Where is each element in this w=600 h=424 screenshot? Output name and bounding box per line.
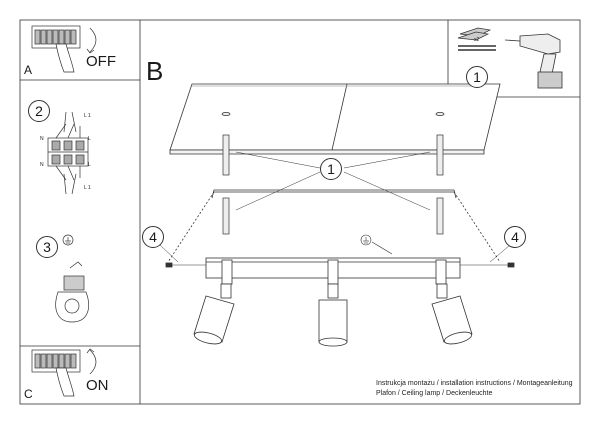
ceiling-screws <box>221 112 445 235</box>
drill-illustration <box>504 33 563 89</box>
leader-lines <box>159 151 511 263</box>
panel-c-letter: C <box>24 387 33 401</box>
wire-n-top-label: N <box>40 136 44 142</box>
spotlight-right <box>431 259 473 345</box>
wire-n-bottom-label: N <box>40 162 44 168</box>
dowel-and-screw-illustration <box>457 27 496 51</box>
earth-connection-illustration <box>55 234 89 323</box>
panel-a-letter: A <box>24 63 33 77</box>
wire-l-bottom-label: L <box>88 162 91 168</box>
lamp-base-bar <box>165 257 515 279</box>
step-4-left-marker: 4 <box>142 226 164 248</box>
terminal-block-illustration <box>47 111 89 195</box>
fuse-box-off-illustration <box>31 25 97 73</box>
wire-l1-top-label: L 1 <box>84 113 91 119</box>
step-2-marker: 2 <box>28 100 50 122</box>
outer-frame <box>19 19 581 405</box>
caption-line-1: Instrukcja montażu / installation instru… <box>376 380 573 387</box>
wire-l-top-label: L <box>88 136 91 142</box>
spotlight-center <box>318 259 348 347</box>
step-1-mount-marker: 1 <box>320 158 342 180</box>
panel-a-off-label: OFF <box>86 53 116 70</box>
panel-b-letter: B <box>146 56 164 86</box>
panel-c-on-label: ON <box>86 377 109 394</box>
step-4-right-marker: 4 <box>504 226 526 248</box>
mounting-bracket <box>167 189 501 263</box>
spotlight-left <box>193 259 235 345</box>
step-3-marker: 3 <box>36 236 58 258</box>
fuse-box-on-illustration <box>31 348 97 397</box>
ceiling-plate <box>169 83 501 155</box>
bracket-earth-icon <box>360 234 393 255</box>
caption-line-2: Plafon / Ceiling lamp / Deckenleuchte <box>376 390 493 397</box>
step-1-tools-marker: 1 <box>466 66 488 88</box>
wire-l1-bottom-label: L 1 <box>84 185 91 191</box>
dowel-count-label: x2 <box>474 37 480 43</box>
